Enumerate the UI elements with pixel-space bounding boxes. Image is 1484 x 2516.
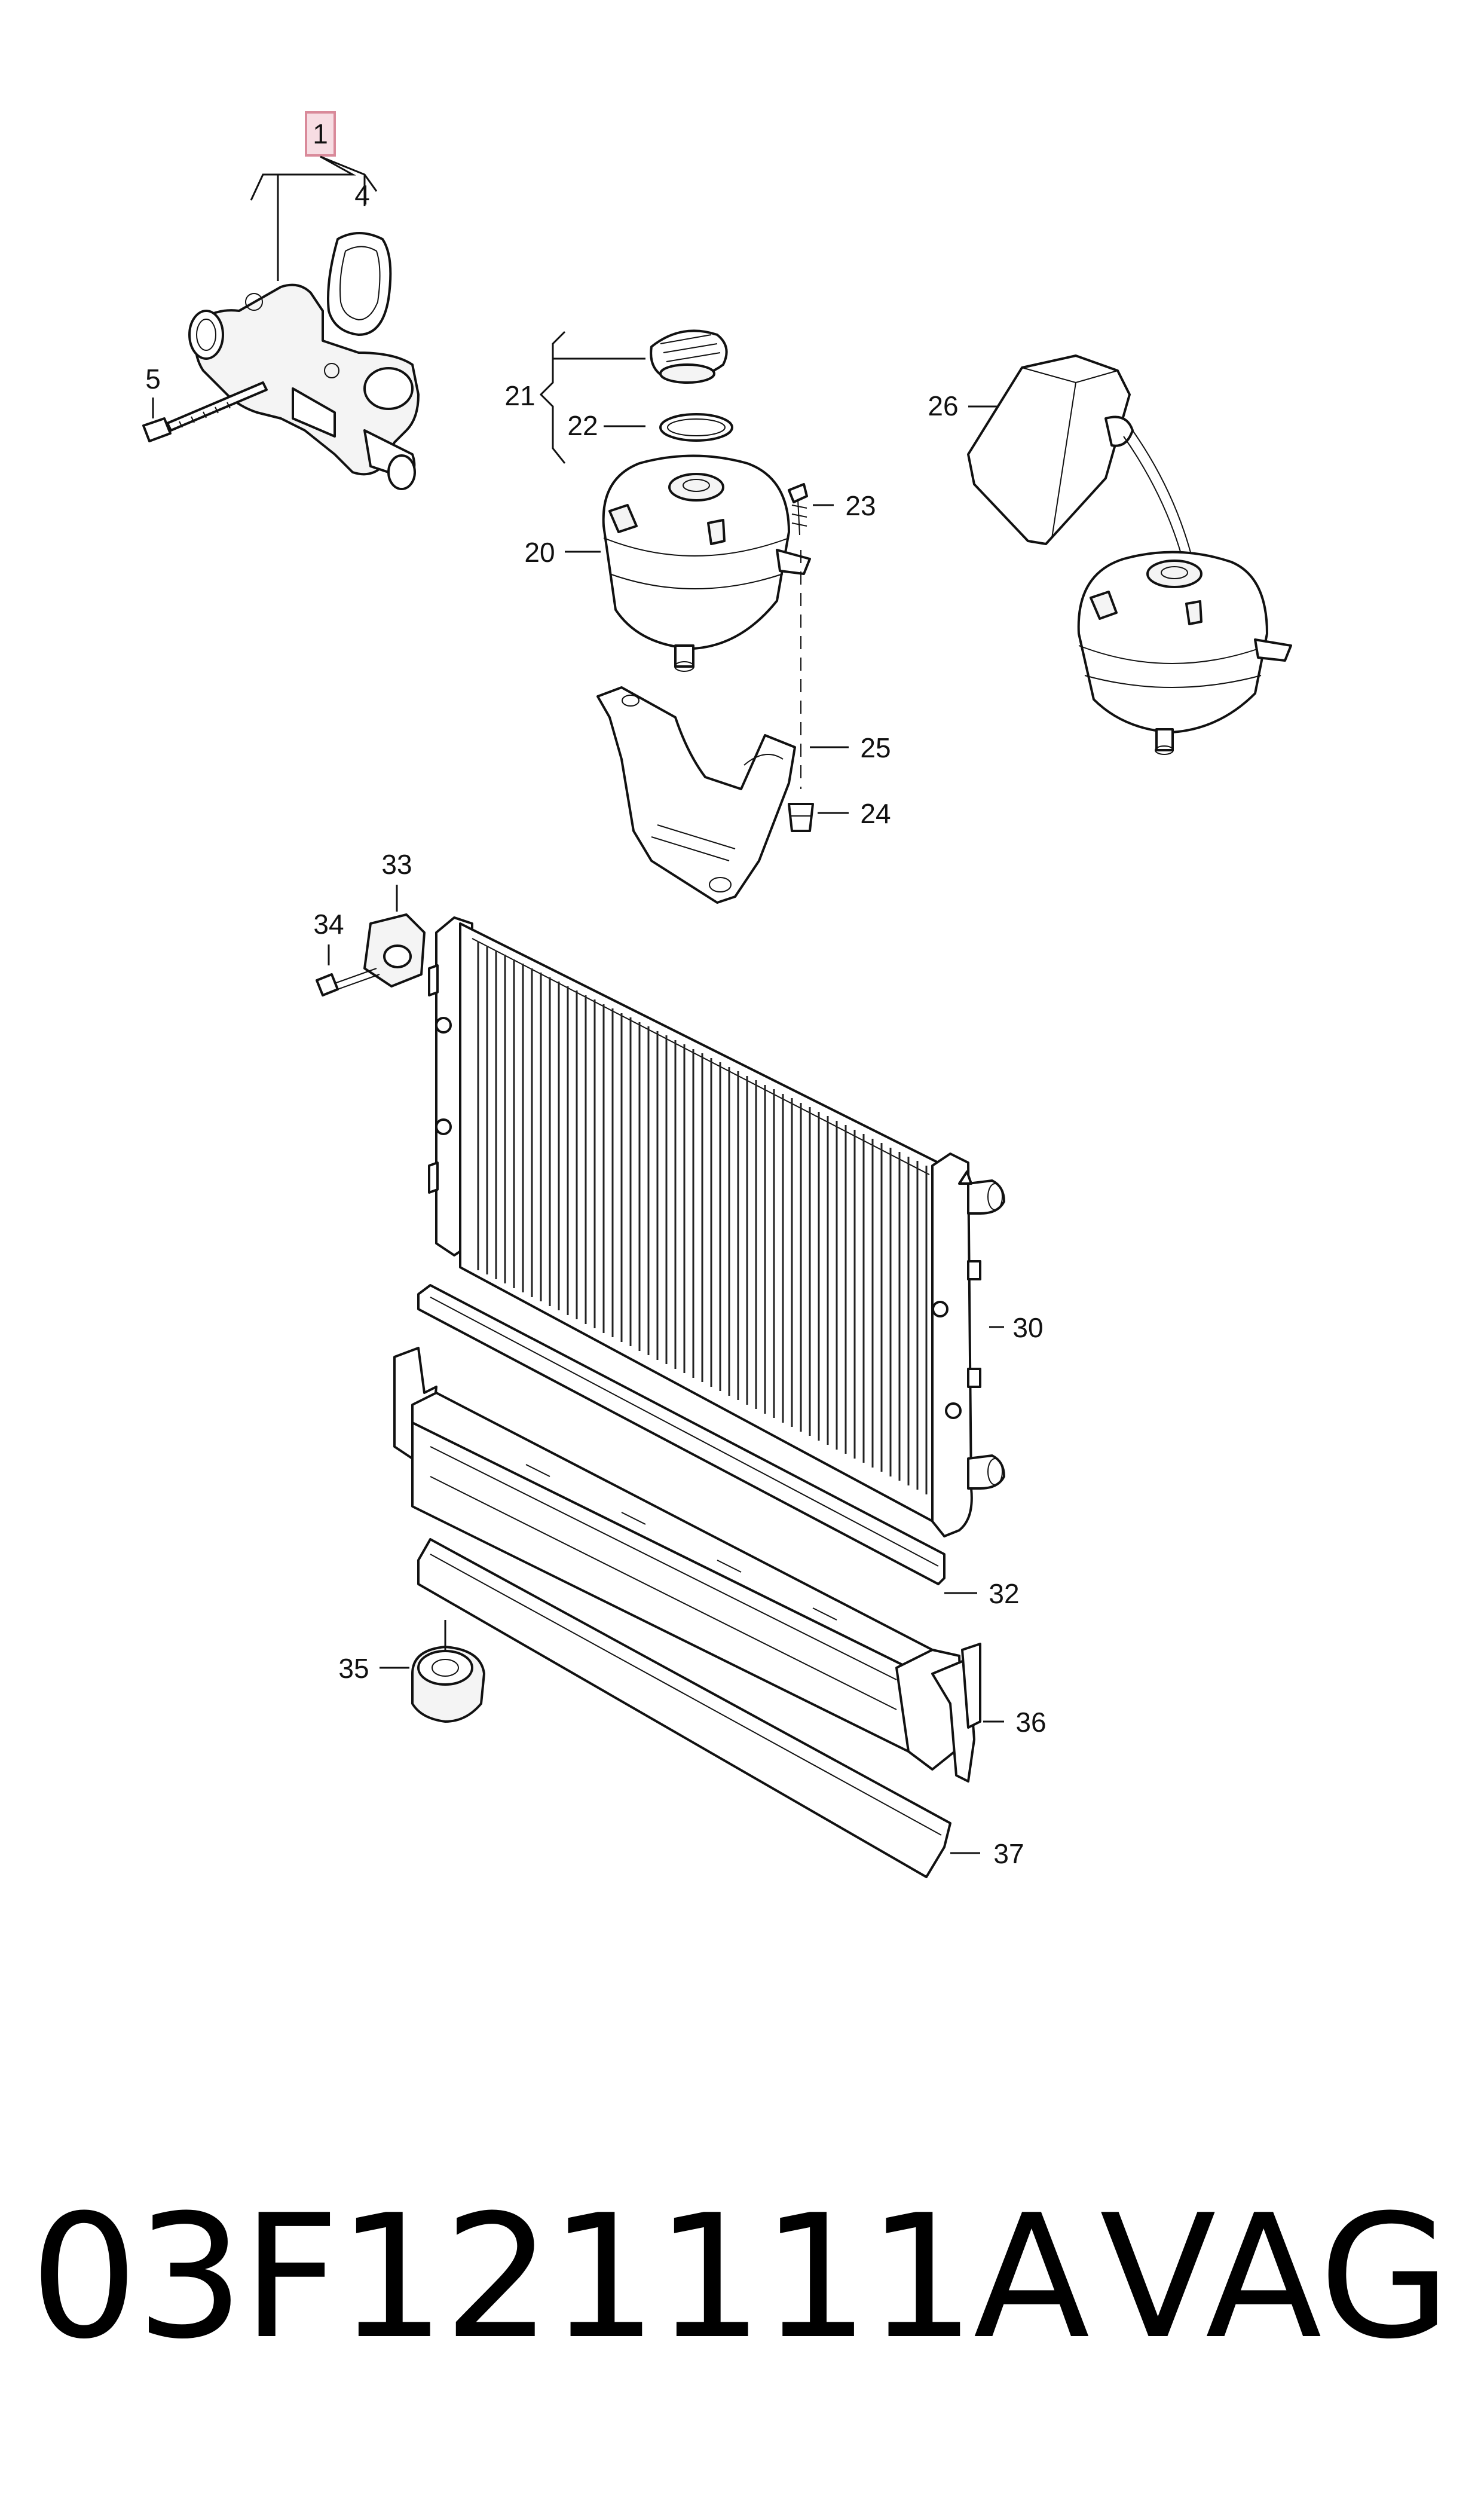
brand-name: VAG — [1100, 2178, 1451, 2377]
callout-24: 24 — [860, 798, 891, 829]
callout-26: 26 — [928, 390, 958, 421]
radiator-assembly: 30 — [428, 916, 1044, 1537]
callout-34: 34 — [313, 909, 344, 940]
expansion-tank-assembly: 21 22 20 23 25 — [504, 329, 891, 904]
callout-22: 22 — [567, 410, 598, 441]
grommet-35: 35 — [338, 1620, 485, 1723]
callout-37: 37 — [993, 1838, 1024, 1869]
seal-strip-32: 32 — [417, 1284, 1020, 1609]
callout-23: 23 — [845, 490, 876, 521]
callout-1: 1 — [313, 118, 328, 149]
callout-25: 25 — [860, 732, 891, 763]
callout-4: 4 — [354, 179, 370, 210]
callout-1-highlight[interactable] — [305, 111, 336, 157]
callout-30: 30 — [1012, 1312, 1043, 1343]
footer-caption: 03F121111A VAG — [30, 2188, 1464, 2367]
thermostat-housing-assembly: 1 4 5 — [142, 111, 420, 490]
callout-5: 5 — [145, 363, 161, 395]
radiator-mount-assembly: 33 34 — [313, 849, 426, 996]
callout-32: 32 — [989, 1578, 1019, 1609]
callout-20: 20 — [524, 537, 555, 568]
charge-air-cooler-assembly: 36 — [393, 1347, 1047, 1783]
coolant-container-assembly: 26 — [928, 354, 1292, 755]
callout-33: 33 — [381, 849, 412, 880]
callout-21: 21 — [504, 380, 535, 411]
callout-35: 35 — [338, 1653, 369, 1684]
callout-36: 36 — [1015, 1707, 1046, 1738]
air-guide-37: 37 — [417, 1538, 1024, 1878]
part-number: 03F121111A — [30, 2178, 1090, 2377]
